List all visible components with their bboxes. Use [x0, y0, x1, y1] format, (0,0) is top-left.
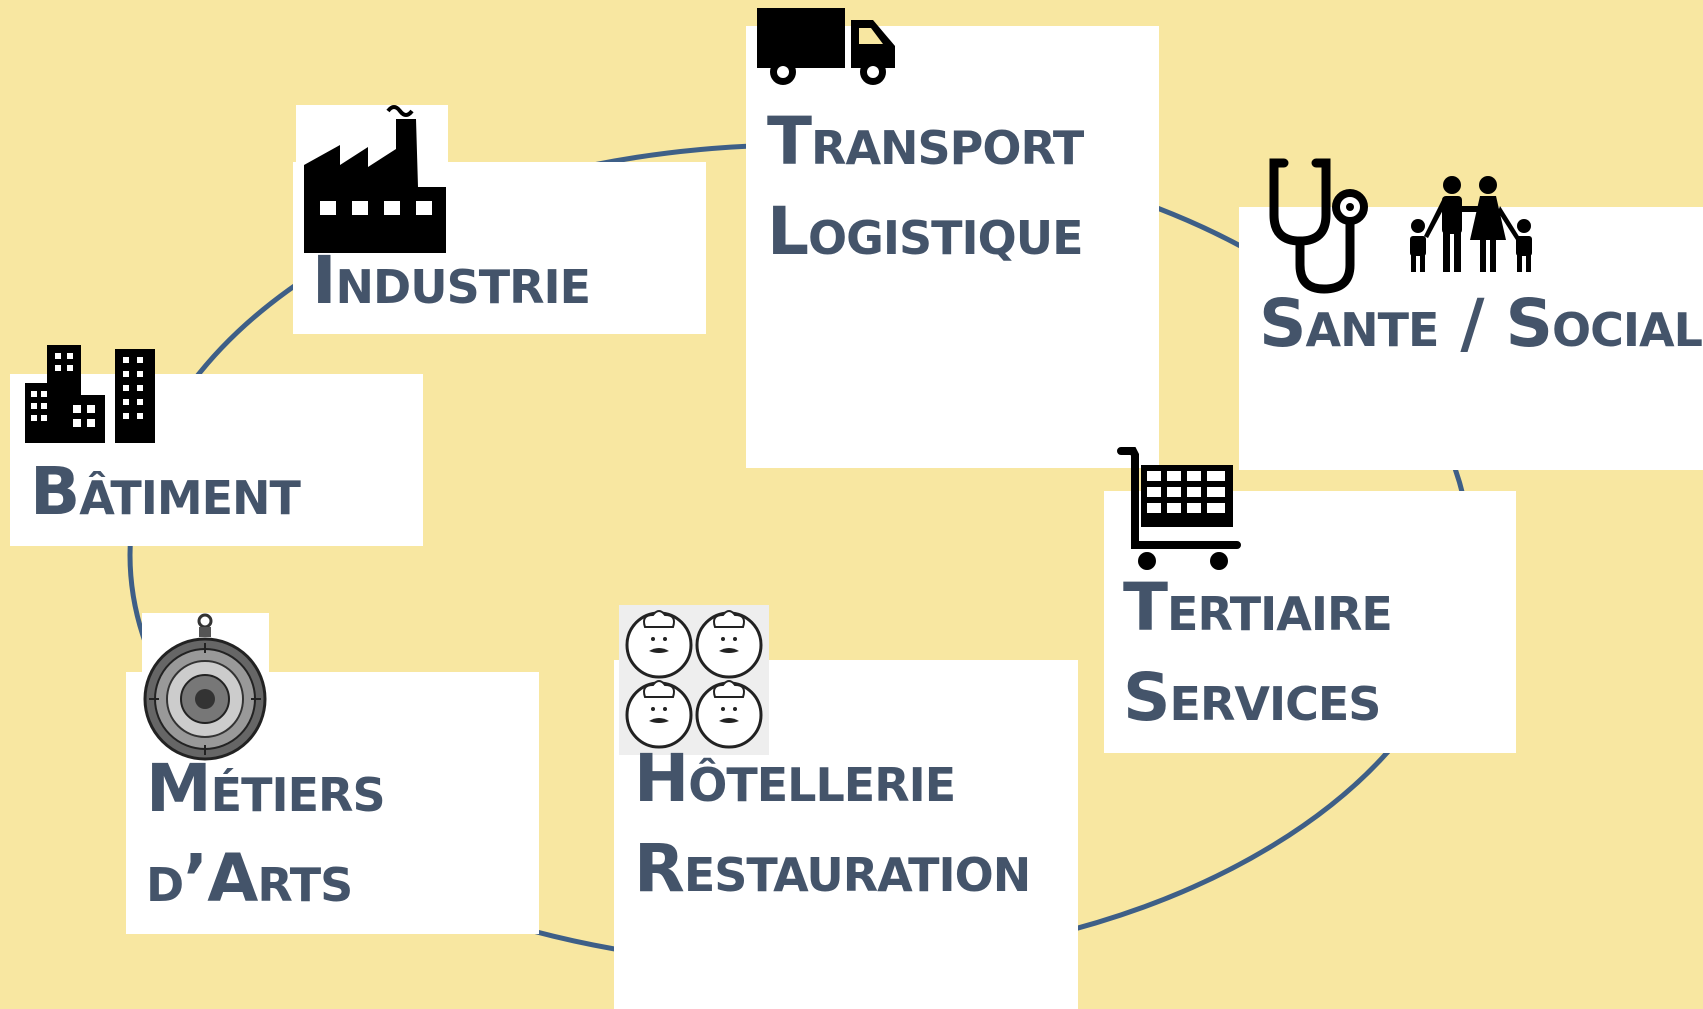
industrie-label: Industrie	[312, 236, 591, 326]
tertiaire-label: Tertiaire Services	[1123, 563, 1393, 743]
metiers-label: Métiers d’Arts	[146, 744, 386, 924]
buildings-icon	[25, 343, 155, 443]
sante-card	[1239, 207, 1703, 470]
metiers-line-2: d’Arts	[146, 840, 353, 917]
transport-line-1: Transport	[767, 103, 1084, 180]
factory-icon	[296, 105, 448, 255]
truck-icon	[755, 6, 897, 86]
family-icon	[1400, 176, 1542, 274]
metiers-line-1: Métiers	[146, 750, 386, 827]
ornate-watch-icon	[142, 613, 269, 763]
batiment-label: Bâtiment	[30, 447, 301, 537]
sante-line-1: Sante / Social	[1259, 285, 1703, 362]
tertiaire-card	[1104, 491, 1516, 753]
industrie-line-1: Industrie	[312, 242, 591, 319]
transport-card	[746, 26, 1159, 468]
transport-label: Transport Logistique	[767, 97, 1084, 277]
chefs-icon	[619, 605, 769, 755]
hotellerie-line-1: Hôtellerie	[634, 740, 956, 817]
hotellerie-line-2: Restauration	[634, 830, 1031, 907]
sante-label: Sante / Social	[1259, 279, 1703, 369]
tertiaire-line-2: Services	[1123, 659, 1381, 736]
hotellerie-label: Hôtellerie Restauration	[634, 734, 1031, 914]
shopping-cart-icon	[1117, 445, 1241, 573]
stethoscope-icon	[1262, 155, 1374, 297]
tertiaire-line-1: Tertiaire	[1123, 569, 1393, 646]
batiment-line-1: Bâtiment	[30, 453, 301, 530]
transport-line-2: Logistique	[767, 193, 1084, 270]
